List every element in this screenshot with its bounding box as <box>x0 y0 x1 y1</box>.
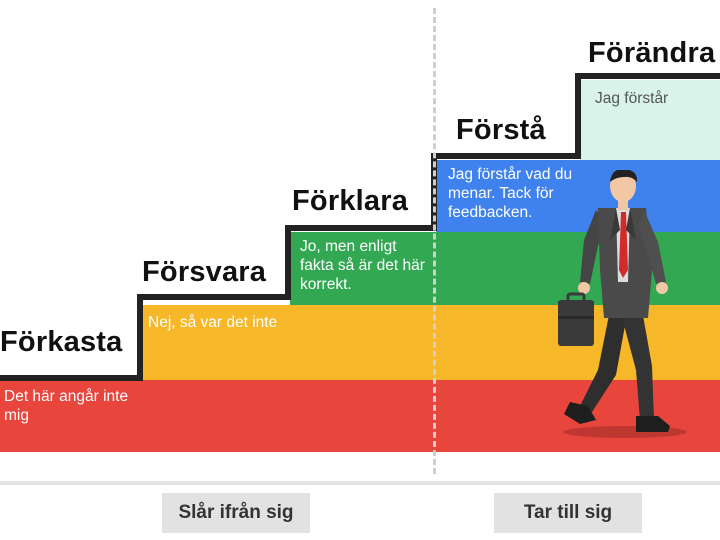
baseline <box>0 481 720 485</box>
walking-businessman-icon <box>558 170 687 438</box>
step-text-forsta: Jag förstår vad du menar. Tack för feedb… <box>448 166 573 221</box>
step-title-forandra: Förändra <box>588 37 716 69</box>
step-title-forklara: Förklara <box>292 185 409 217</box>
step-title-forsvara: Försvara <box>142 256 267 288</box>
step-title-forsta: Förstå <box>456 114 546 146</box>
step-text-forkasta: Det här angår inte mig <box>4 388 129 424</box>
step-text-forsvara: Nej, så var det inte <box>148 314 278 331</box>
step-text-forandra: Jag förstår <box>595 90 669 107</box>
step-title-forkasta: Förkasta <box>0 326 123 358</box>
divider-line <box>433 8 436 474</box>
step-text-forklara: Jo, men enligt fakta så är det här korre… <box>300 238 425 293</box>
category-left: Slår ifrån sig <box>162 493 310 533</box>
category-right: Tar till sig <box>494 493 642 533</box>
